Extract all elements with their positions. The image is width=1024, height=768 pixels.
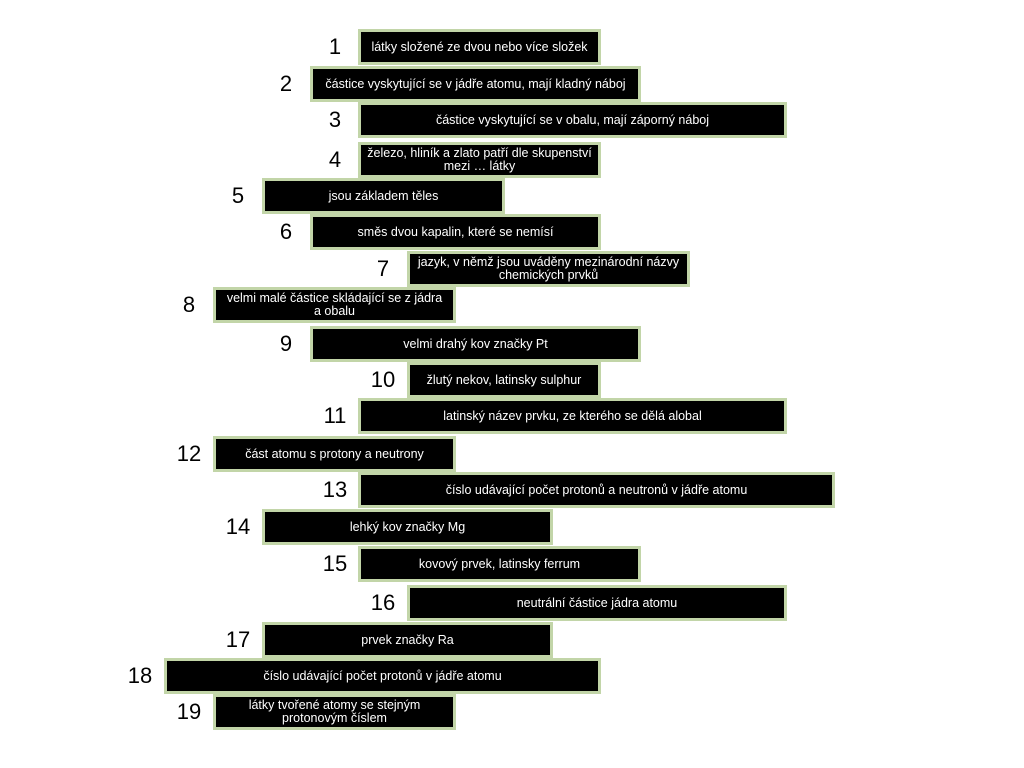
clue-number: 13 [322, 477, 348, 502]
clue-row-5: 5 jsou základem těles [0, 178, 1024, 214]
clue-box[interactable]: látky složené ze dvou nebo více složek [358, 29, 601, 65]
clue-number: 18 [127, 663, 153, 688]
clue-row-10: 10 žlutý nekov, latinsky sulphur [0, 362, 1024, 398]
clue-row-17: 17 prvek značky Ra [0, 622, 1024, 658]
clue-box[interactable]: jsou základem těles [262, 178, 505, 214]
clue-row-12: 12 část atomu s protony a neutrony [0, 436, 1024, 472]
clue-number: 2 [279, 71, 293, 96]
clue-number: 19 [176, 699, 202, 724]
clue-number: 1 [328, 34, 342, 59]
clue-box[interactable]: lehký kov značky Mg [262, 509, 553, 545]
clue-number: 15 [322, 551, 348, 576]
clue-row-1: 1 látky složené ze dvou nebo více složek [0, 29, 1024, 65]
clue-number: 12 [176, 441, 202, 466]
clue-number: 16 [370, 590, 396, 615]
clue-box[interactable]: kovový prvek, latinsky ferrum [358, 546, 641, 582]
clue-row-19: 19 látky tvořené atomy se stejným proton… [0, 694, 1024, 730]
clue-box[interactable]: velmi malé částice skládající se z jádra… [213, 287, 456, 323]
clue-number: 3 [328, 107, 342, 132]
clue-number: 11 [323, 403, 347, 428]
clue-box[interactable]: železo, hliník a zlato patří dle skupens… [358, 142, 601, 178]
clue-number: 5 [231, 183, 245, 208]
clue-box[interactable]: latinský název prvku, ze kterého se dělá… [358, 398, 787, 434]
clue-row-18: 18 číslo udávající počet protonů v jádře… [0, 658, 1024, 694]
clue-box[interactable]: část atomu s protony a neutrony [213, 436, 456, 472]
clue-number: 7 [376, 256, 390, 281]
clue-row-14: 14 lehký kov značky Mg [0, 509, 1024, 545]
clue-number: 8 [182, 292, 196, 317]
clue-row-15: 15 kovový prvek, latinsky ferrum [0, 546, 1024, 582]
clue-row-8: 8 velmi malé částice skládající se z jád… [0, 287, 1024, 323]
clue-row-4: 4 železo, hliník a zlato patří dle skupe… [0, 142, 1024, 178]
clue-box[interactable]: látky tvořené atomy se stejným protonový… [213, 694, 456, 730]
clue-number: 17 [225, 627, 251, 652]
clue-box[interactable]: směs dvou kapalin, které se nemísí [310, 214, 601, 250]
clue-box[interactable]: žlutý nekov, latinsky sulphur [407, 362, 601, 398]
clue-row-11: 11 latinský název prvku, ze kterého se d… [0, 398, 1024, 434]
clue-row-16: 16 neutrální částice jádra atomu [0, 585, 1024, 621]
clue-row-9: 9 velmi drahý kov značky Pt [0, 326, 1024, 362]
clue-number: 4 [328, 147, 342, 172]
clue-number: 14 [225, 514, 251, 539]
clue-row-3: 3 částice vyskytující se v obalu, mají z… [0, 102, 1024, 138]
clue-box[interactable]: velmi drahý kov značky Pt [310, 326, 641, 362]
clue-box[interactable]: prvek značky Ra [262, 622, 553, 658]
clue-box[interactable]: číslo udávající počet protonů v jádře at… [164, 658, 601, 694]
clue-box[interactable]: částice vyskytující se v obalu, mají záp… [358, 102, 787, 138]
clue-row-7: 7 jazyk, v němž jsou uváděny mezinárodní… [0, 251, 1024, 287]
clue-box[interactable]: jazyk, v němž jsou uváděny mezinárodní n… [407, 251, 690, 287]
clue-row-6: 6 směs dvou kapalin, které se nemísí [0, 214, 1024, 250]
clue-box[interactable]: číslo udávající počet protonů a neutronů… [358, 472, 835, 508]
clue-number: 6 [279, 219, 293, 244]
clue-row-13: 13 číslo udávající počet protonů a neutr… [0, 472, 1024, 508]
clue-number: 9 [279, 331, 293, 356]
clue-box[interactable]: částice vyskytující se v jádře atomu, ma… [310, 66, 641, 102]
clue-box[interactable]: neutrální částice jádra atomu [407, 585, 787, 621]
clue-row-2: 2 částice vyskytující se v jádře atomu, … [0, 66, 1024, 102]
clue-number: 10 [370, 367, 396, 392]
